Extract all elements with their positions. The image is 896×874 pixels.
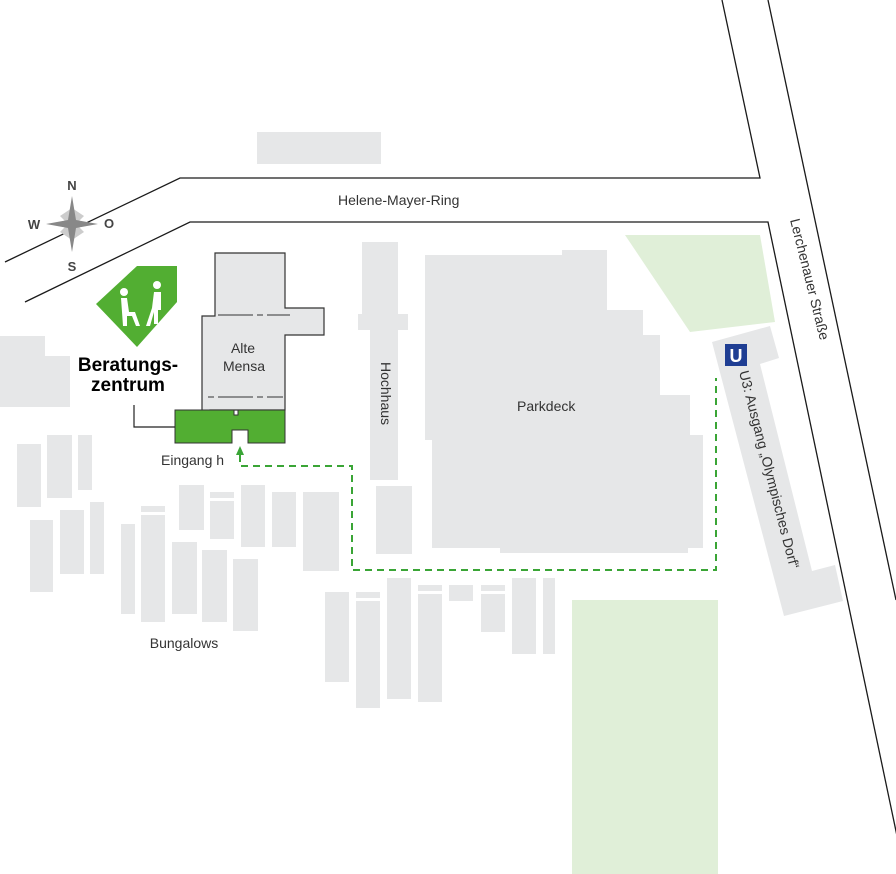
walking-route	[239, 378, 717, 571]
green-area-north	[625, 235, 775, 332]
building-beratungszentrum[interactable]	[174, 409, 286, 444]
compass-w: W	[28, 217, 41, 232]
label-beratungszentrum-2: zentrum	[91, 375, 165, 396]
label-alte-mensa-1: Alte	[231, 340, 255, 356]
label-beratungszentrum-1: Beratungs-	[78, 355, 178, 376]
building-alte-mensa	[201, 252, 325, 416]
road-ring-north-edge	[4, 0, 761, 263]
ubahn-logo-icon	[725, 344, 747, 366]
compass-n: N	[67, 178, 76, 193]
building-parkdeck	[425, 250, 703, 553]
ubahn-logo-text: U	[730, 346, 743, 366]
compass-s: S	[68, 259, 77, 274]
route-arrow-icon	[236, 446, 244, 455]
road-lerchenauer-east-edge	[767, 0, 896, 601]
compass-o: O	[104, 216, 114, 231]
label-hochhaus: Hochhaus	[378, 362, 394, 425]
bungalows-group	[17, 435, 555, 708]
building-ubahn-exit	[712, 326, 843, 616]
pointer-line	[133, 405, 175, 428]
label-lerchenauer-strasse: Lerchenauer Straße	[787, 217, 833, 342]
road-ring-south-edge	[24, 221, 896, 835]
building	[0, 336, 70, 407]
label-entrance: Eingang h	[161, 452, 224, 468]
building	[257, 132, 381, 164]
label-alte-mensa-2: Mensa	[223, 358, 265, 374]
counseling-sign-icon	[96, 266, 177, 347]
building-hochhaus	[358, 242, 412, 554]
green-area-south	[572, 600, 718, 874]
label-helene-mayer-ring: Helene-Mayer-Ring	[338, 192, 459, 208]
label-parkdeck: Parkdeck	[517, 398, 576, 414]
compass-rose-icon	[46, 196, 98, 252]
label-bungalows: Bungalows	[150, 635, 219, 651]
